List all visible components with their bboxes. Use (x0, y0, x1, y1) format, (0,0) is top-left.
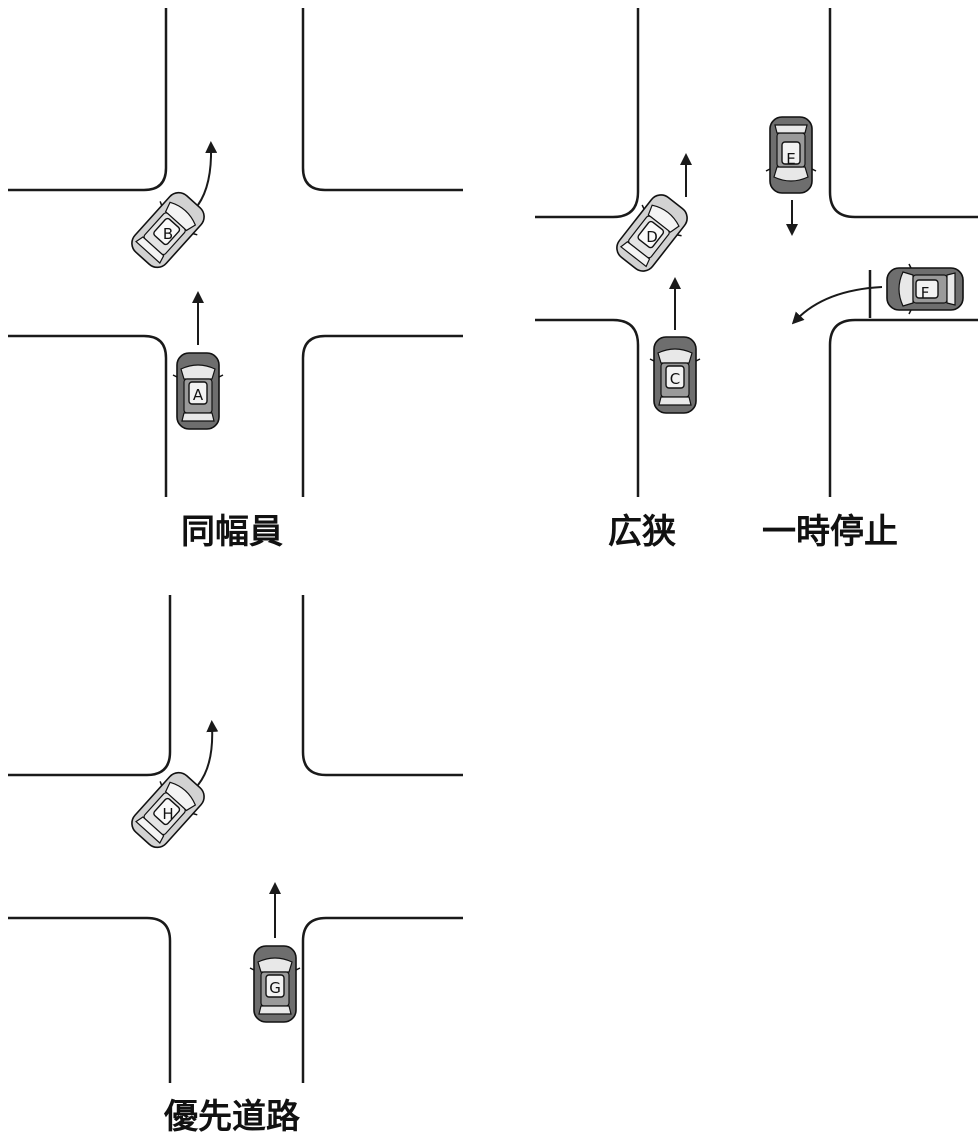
car-d: D (608, 186, 696, 280)
car-e-letter: E (786, 150, 795, 168)
car-e: E (765, 116, 817, 194)
car-h: H (123, 764, 213, 856)
label-wide-narrow: 広狭 (608, 512, 676, 552)
car-a-letter: A (193, 386, 204, 404)
car-g: G (249, 945, 301, 1023)
car-g-letter: G (269, 979, 281, 997)
car-f-letter: F (921, 284, 930, 302)
car-b: B (123, 184, 213, 276)
car-d-letter: D (646, 228, 658, 246)
diagram-priority-road: G H 優先道路 (8, 595, 463, 1136)
car-b-letter: B (163, 225, 173, 243)
label-priority-road: 優先道路 (163, 1097, 301, 1136)
road-edges (535, 8, 978, 497)
car-a: A (172, 352, 224, 430)
car-c-letter: C (670, 370, 680, 388)
label-stop-sign: 一時停止 (762, 512, 898, 552)
road-edges (8, 595, 463, 1083)
label-same-width: 同幅員 (181, 512, 283, 552)
diagram-wide-narrow: C D E F 広狭 一時停止 (535, 8, 978, 552)
car-h-arrow (197, 720, 219, 786)
diagram-same-width: A B 同幅員 (8, 8, 463, 552)
car-b-arrow (197, 141, 218, 206)
car-h-letter: H (162, 805, 173, 823)
car-c: C (649, 336, 701, 414)
road-edges (8, 8, 463, 497)
car-f-arrow (791, 286, 883, 325)
car-f: F (886, 263, 964, 315)
